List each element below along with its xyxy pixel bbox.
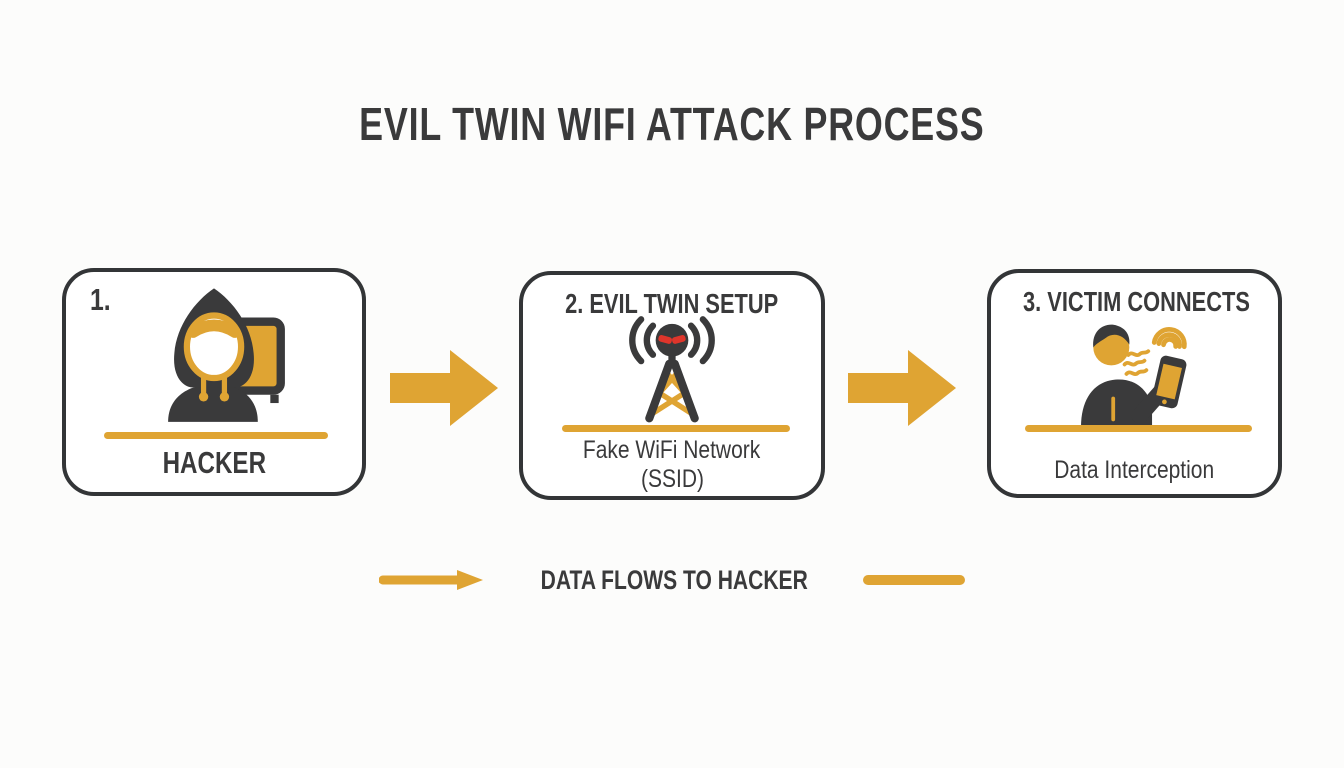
step-caption: HACKER xyxy=(162,445,266,480)
step-caption: Fake WiFi Network (SSID) xyxy=(583,436,761,493)
step-heading: 3. VICTIM CONNECTS xyxy=(1023,286,1250,317)
step-box-victim-connects: 3. VICTIM CONNECTS xyxy=(987,269,1282,498)
flow-arrow-2 xyxy=(848,350,956,426)
step-box-evil-twin-setup: 2. EVIL TWIN SETUP xyxy=(519,271,825,500)
page-title: EVIL TWIN WIFI ATTACK PROCESS xyxy=(359,98,985,150)
footer-flow: DATA FLOWS TO HACKER xyxy=(0,560,1344,600)
flow-arrow-1 xyxy=(390,350,498,426)
hooded-hacker-icon xyxy=(66,284,362,422)
divider-line xyxy=(1025,425,1252,432)
step-caption: Data Interception xyxy=(1054,456,1215,484)
divider-line xyxy=(562,425,790,432)
divider-line xyxy=(104,432,328,439)
victim-smartphone-icon xyxy=(991,319,1278,427)
evil-antenna-tower-icon xyxy=(523,315,821,429)
footer-flow-label: DATA FLOWS TO HACKER xyxy=(540,564,808,595)
step-number: 1. xyxy=(90,282,111,317)
step-heading: 2. EVIL TWIN SETUP xyxy=(565,288,779,319)
data-flow-line xyxy=(863,575,966,585)
data-flow-arrow-icon xyxy=(378,570,483,590)
step-box-hacker: 1. HACKER xyxy=(62,268,366,496)
